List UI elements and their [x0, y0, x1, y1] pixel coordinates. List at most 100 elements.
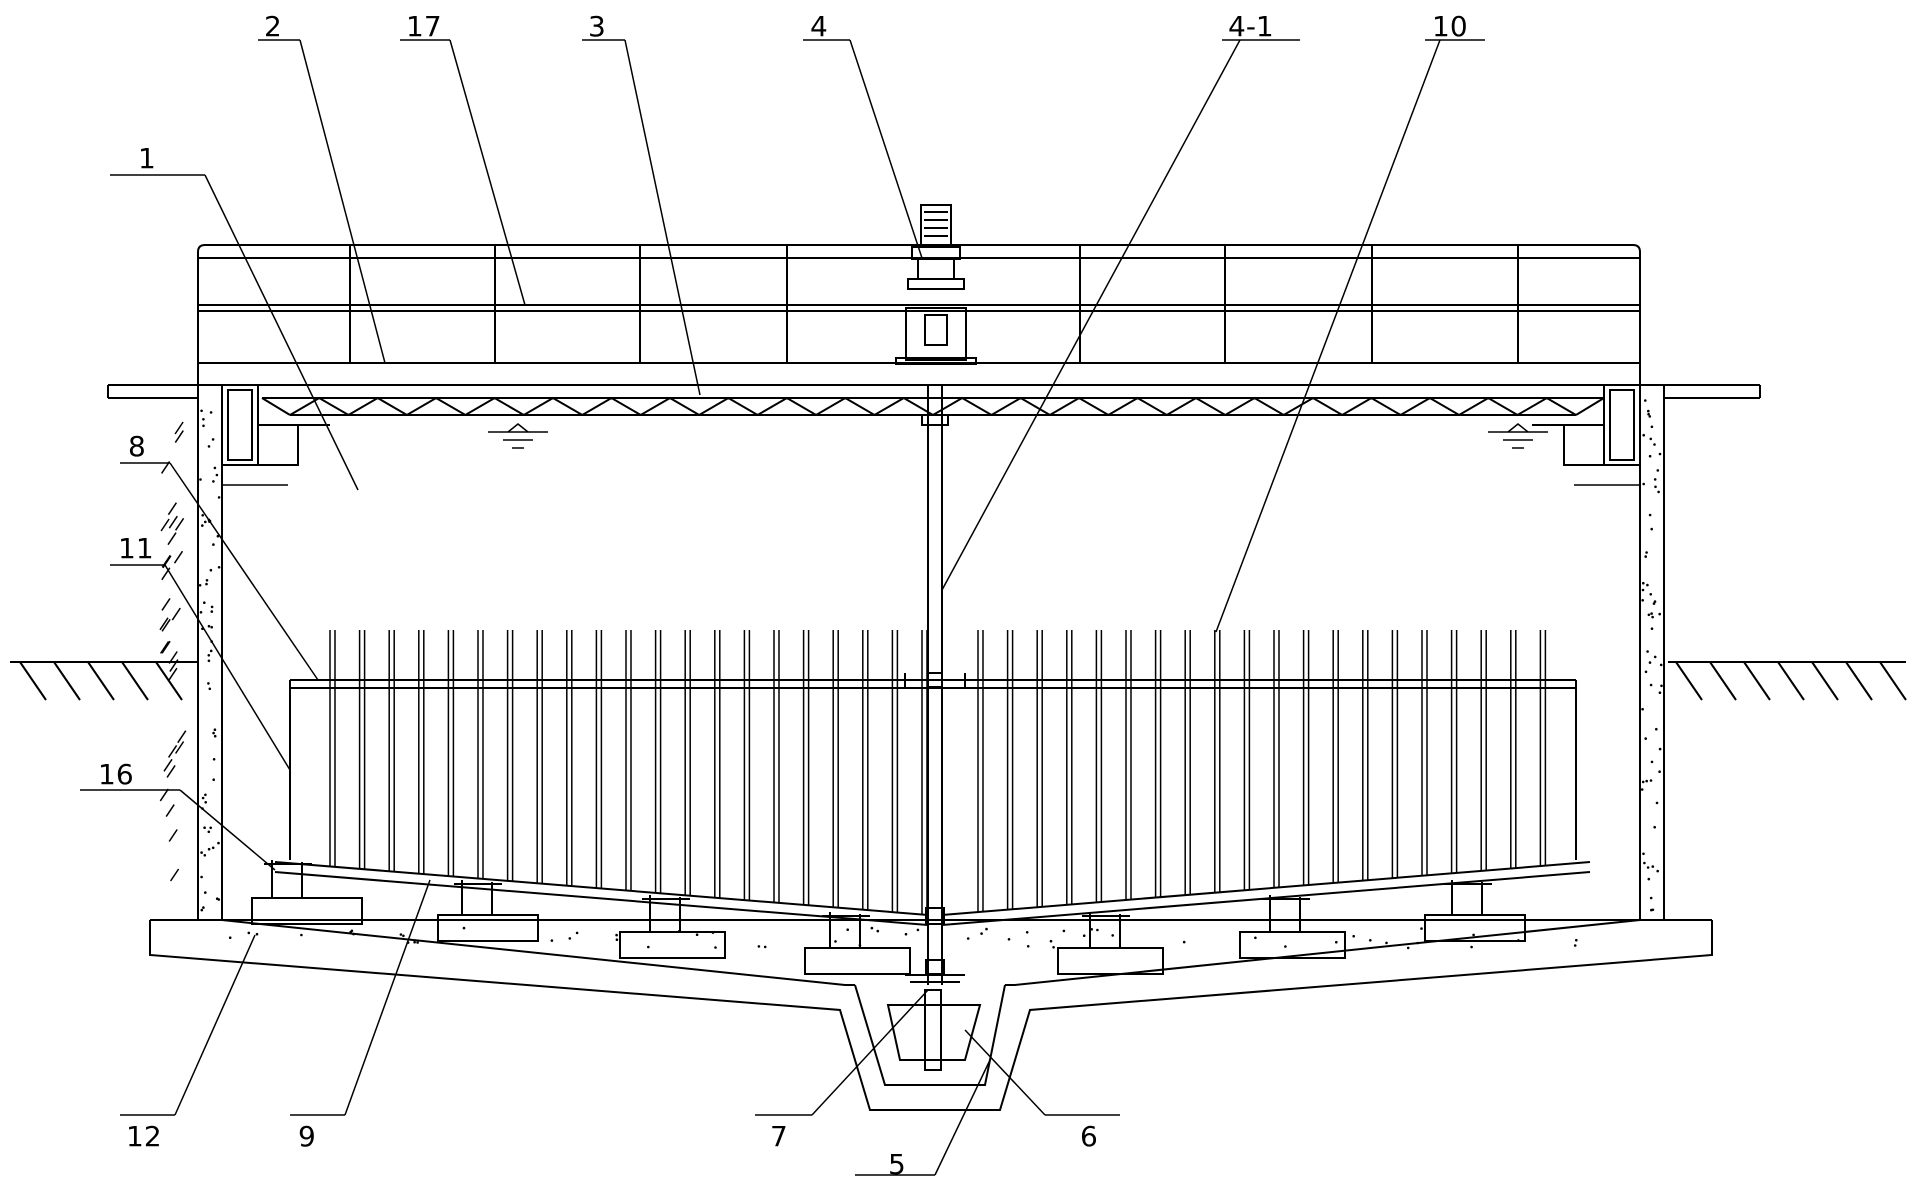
concrete-speck	[1647, 613, 1651, 617]
concrete-speck	[210, 605, 214, 609]
concrete-hatch	[168, 515, 178, 529]
concrete-hatch	[161, 618, 171, 632]
label-9: 9	[298, 1120, 316, 1153]
concrete-speck	[1644, 399, 1647, 402]
inlet-channel-right	[1532, 384, 1641, 466]
concrete-speck	[213, 466, 217, 470]
drive-motor-assembly	[895, 204, 977, 365]
sump-pit	[854, 984, 1006, 1111]
concrete-speck	[1007, 938, 1011, 941]
concrete-speck	[198, 584, 202, 587]
concrete-speck	[1096, 928, 1099, 932]
concrete-hatch	[159, 640, 170, 654]
concrete-speck	[1653, 600, 1657, 603]
concrete-hatch	[171, 607, 181, 621]
scraper-blade	[619, 931, 726, 959]
concrete-speck	[1062, 929, 1066, 933]
concrete-speck	[846, 928, 849, 931]
concrete-hatch	[167, 502, 178, 516]
concrete-speck	[1642, 581, 1645, 585]
tank-wall-right	[1639, 384, 1761, 921]
concrete-speck	[1648, 454, 1652, 458]
concrete-hatch	[177, 730, 187, 744]
concrete-speck	[1653, 825, 1656, 829]
concrete-speck	[1654, 485, 1657, 489]
concrete-speck	[209, 411, 213, 414]
concrete-speck	[300, 933, 303, 937]
concrete-speck	[695, 933, 699, 936]
concrete-speck	[1649, 593, 1653, 596]
concrete-speck	[1641, 707, 1644, 711]
concrete-speck	[1652, 602, 1656, 605]
concrete-speck	[202, 418, 205, 421]
concrete-speck	[904, 932, 908, 936]
concrete-hatch	[161, 640, 171, 654]
leader-lines	[80, 39, 1485, 1176]
concrete-speck	[1656, 469, 1660, 472]
concrete-speck	[1646, 866, 1650, 869]
concrete-speck	[350, 929, 354, 933]
ground-hatch-line	[1879, 661, 1907, 701]
concrete-speck	[1648, 513, 1652, 517]
concrete-speck	[575, 931, 579, 935]
concrete-speck	[1090, 928, 1093, 931]
label-4: 4	[810, 10, 828, 43]
concrete-speck	[870, 926, 874, 930]
ground-left	[10, 661, 198, 701]
concrete-speck	[615, 938, 619, 941]
concrete-speck	[416, 941, 419, 944]
concrete-speck	[1649, 896, 1653, 900]
concrete-hatch	[166, 764, 176, 778]
concrete-speck	[1111, 934, 1114, 937]
concrete-speck	[202, 906, 205, 909]
concrete-speck	[980, 932, 983, 935]
label-16: 16	[98, 758, 134, 791]
concrete-speck	[1650, 760, 1654, 764]
label-12: 12	[126, 1120, 162, 1153]
tank-wall-left	[107, 384, 223, 921]
concrete-speck	[200, 409, 203, 413]
concrete-speck	[1645, 779, 1648, 783]
concrete-speck	[1658, 770, 1661, 773]
label-7: 7	[770, 1120, 788, 1153]
concrete-speck	[205, 582, 208, 586]
concrete-speck	[212, 731, 215, 735]
picket-rods	[329, 630, 1547, 915]
concrete-speck	[217, 566, 221, 569]
concrete-speck	[212, 543, 215, 546]
concrete-speck	[714, 946, 717, 949]
concrete-speck	[1651, 615, 1654, 619]
concrete-speck	[1653, 478, 1657, 481]
concrete-speck	[1026, 945, 1030, 948]
concrete-speck	[1472, 933, 1475, 937]
concrete-speck	[352, 932, 355, 936]
concrete-speck	[209, 826, 212, 830]
concrete-speck	[1650, 612, 1653, 615]
concrete-speck	[1470, 945, 1473, 949]
concrete-speck	[1648, 661, 1652, 664]
concrete-speck	[199, 611, 203, 614]
concrete-speck	[200, 851, 203, 854]
concrete-speck	[1369, 939, 1372, 942]
concrete-speck	[207, 654, 211, 657]
concrete-speck	[402, 934, 405, 938]
concrete-speck	[1642, 433, 1645, 437]
concrete-speck	[207, 830, 211, 834]
concrete-speck	[1649, 437, 1653, 441]
concrete-hatch	[169, 868, 180, 882]
concrete-speck	[876, 929, 880, 933]
label-2: 2	[264, 10, 282, 43]
concrete-speck	[201, 796, 205, 800]
concrete-speck	[209, 568, 213, 572]
concrete-hatch	[174, 430, 184, 444]
concrete-speck	[711, 931, 715, 934]
concrete-speck	[1655, 801, 1659, 805]
concrete-speck	[213, 728, 217, 731]
concrete-speck	[1644, 670, 1648, 674]
concrete-speck	[1647, 877, 1651, 881]
concrete-speck	[1658, 612, 1661, 616]
concrete-speck	[462, 926, 466, 930]
scraper-blade	[1424, 914, 1526, 942]
concrete-speck	[212, 778, 215, 781]
concrete-speck	[201, 524, 204, 527]
